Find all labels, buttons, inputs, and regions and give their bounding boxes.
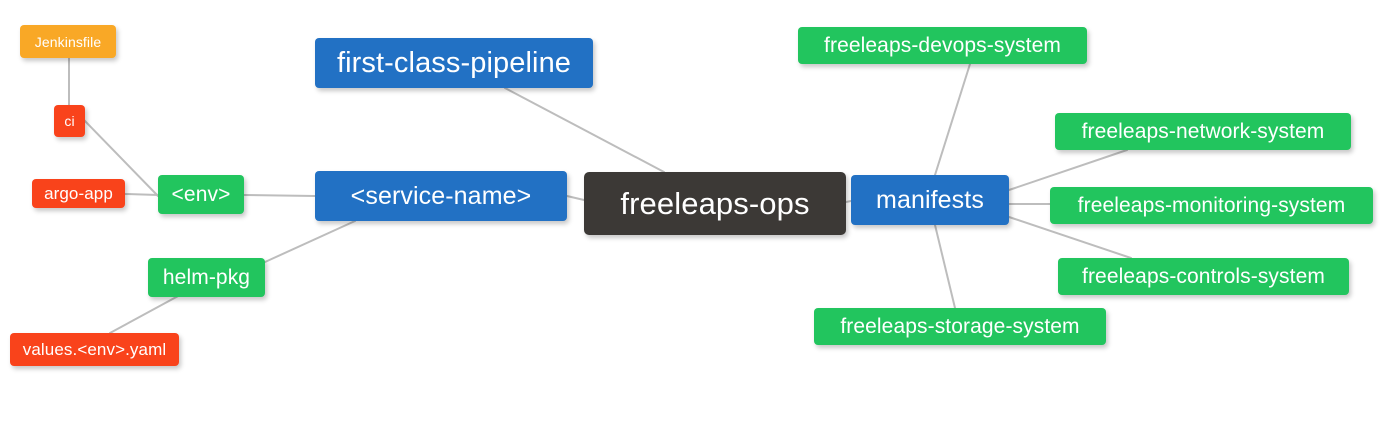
edge-argo-app-to-env (124, 193, 159, 196)
node-label-first-class-pipeline: first-class-pipeline (336, 46, 572, 79)
node-label-env: <env> (171, 183, 231, 206)
node-first-class-pipeline[interactable]: first-class-pipeline (315, 38, 593, 88)
edge-manifests-to-devops-system (934, 63, 971, 176)
node-ci[interactable]: ci (54, 105, 85, 137)
node-label-controls-system: freeleaps-controls-system (1082, 265, 1325, 288)
node-helm-pkg[interactable]: helm-pkg (148, 258, 265, 297)
node-env[interactable]: <env> (158, 175, 244, 214)
node-label-helm-pkg: helm-pkg (162, 266, 251, 289)
node-label-service-name: <service-name> (350, 181, 532, 210)
node-values-yaml[interactable]: values.<env>.yaml (10, 333, 179, 366)
node-freeleaps-ops[interactable]: freeleaps-ops (584, 172, 846, 235)
node-label-monitoring-system: freeleaps-monitoring-system (1077, 194, 1346, 217)
node-label-argo-app: argo-app (44, 184, 113, 203)
node-monitoring-system[interactable]: freeleaps-monitoring-system (1050, 187, 1373, 224)
node-label-storage-system: freeleaps-storage-system (840, 315, 1080, 338)
node-label-network-system: freeleaps-network-system (1081, 120, 1325, 143)
node-argo-app[interactable]: argo-app (32, 179, 125, 208)
node-label-freeleaps-ops: freeleaps-ops (620, 186, 810, 221)
node-manifests[interactable]: manifests (851, 175, 1009, 225)
edge-manifests-to-storage-system (934, 224, 956, 309)
node-label-ci: ci (64, 113, 75, 129)
node-controls-system[interactable]: freeleaps-controls-system (1058, 258, 1349, 295)
node-label-jenkinsfile: Jenkinsfile (34, 33, 102, 50)
node-service-name[interactable]: <service-name> (315, 171, 567, 221)
edge-helm-pkg-to-values-yaml (109, 294, 181, 334)
node-devops-system[interactable]: freeleaps-devops-system (798, 27, 1087, 64)
node-label-manifests: manifests (876, 185, 984, 214)
edge-first-class-pipeline-to-freeleaps-ops (504, 87, 665, 173)
edge-service-name-to-freeleaps-ops (566, 195, 585, 201)
node-label-values-yaml: values.<env>.yaml (22, 340, 167, 359)
edge-manifests-to-network-system (1008, 149, 1128, 191)
node-network-system[interactable]: freeleaps-network-system (1055, 113, 1351, 150)
node-label-devops-system: freeleaps-devops-system (824, 34, 1061, 57)
edge-service-name-to-helm-pkg (264, 220, 356, 263)
node-jenkinsfile[interactable]: Jenkinsfile (20, 25, 116, 58)
node-storage-system[interactable]: freeleaps-storage-system (814, 308, 1106, 345)
edge-env-to-service-name (243, 194, 316, 197)
